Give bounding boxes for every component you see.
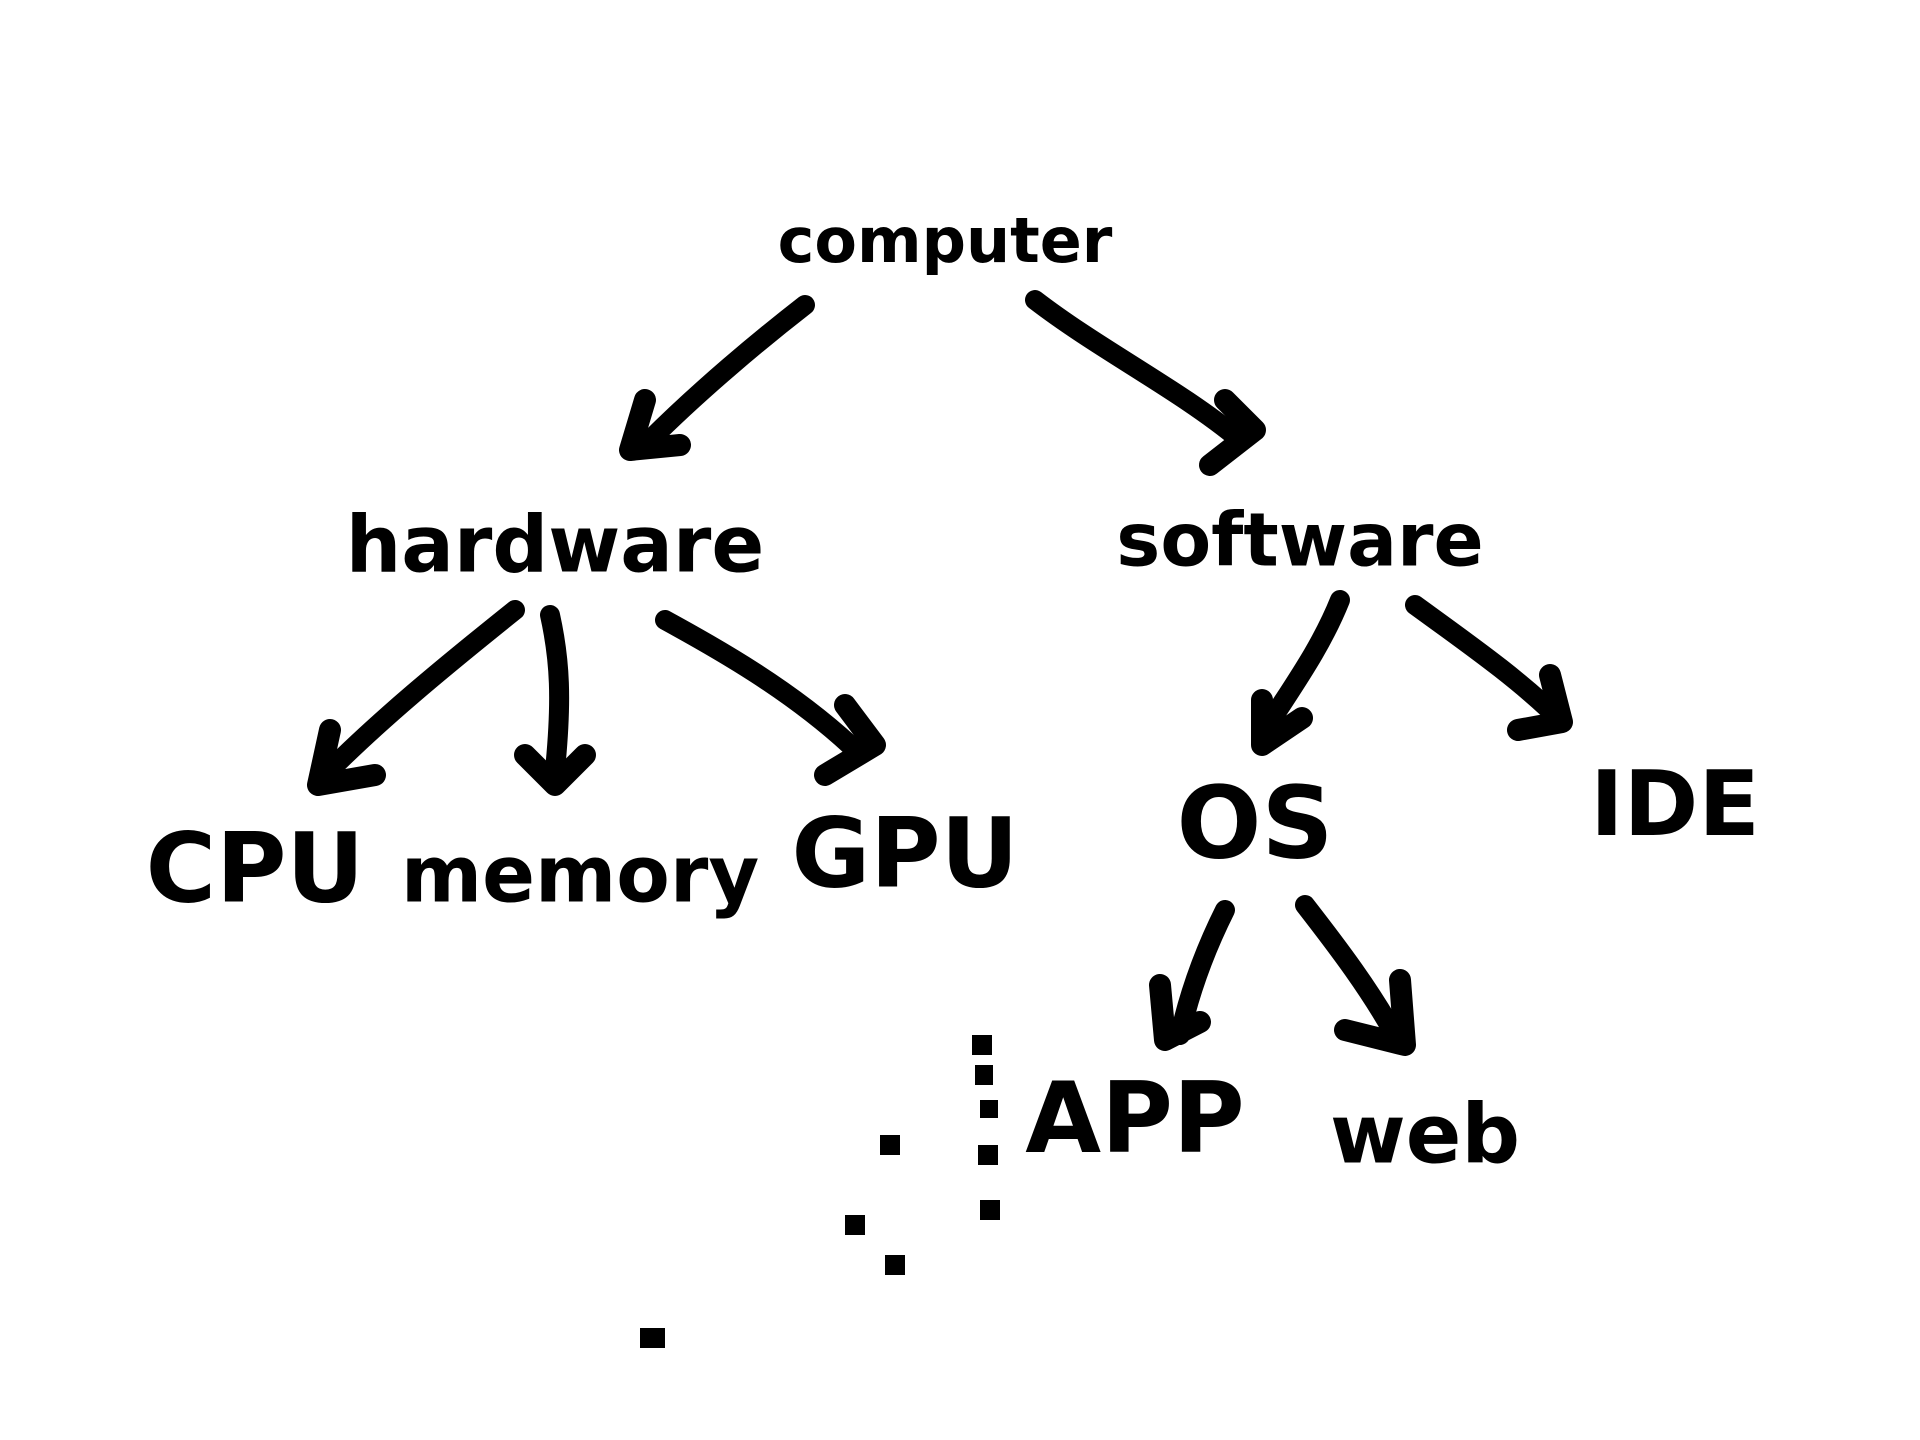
ink-speck (845, 1215, 865, 1235)
ink-speck (980, 1100, 998, 1118)
arrowhead-software-os (1251, 689, 1313, 756)
edge-software-os (1255, 590, 1350, 740)
node-app: APP (1025, 1062, 1245, 1176)
arrowhead-hardware-gpu (814, 694, 886, 786)
node-ide: IDE (1590, 752, 1760, 857)
ink-speck (980, 1200, 1000, 1220)
node-cpu: CPU (146, 812, 365, 924)
nodes: computer hardware software CPU memory GP… (146, 204, 1760, 1182)
node-gpu: GPU (791, 797, 1018, 909)
ink-speck (885, 1255, 905, 1275)
arrowhead-os-app (1149, 974, 1211, 1051)
ink-speck (640, 1328, 665, 1348)
node-hardware: hardware (346, 500, 765, 590)
node-software: software (1116, 498, 1483, 584)
arrowhead-os-web (1334, 969, 1416, 1056)
edge-software-ide (1405, 595, 1570, 730)
node-os: OS (1176, 764, 1333, 881)
node-web: web (1330, 1087, 1520, 1182)
arrowhead-computer-hardware (619, 389, 691, 461)
edge-hardware-cpu (320, 600, 525, 780)
edge-computer-hardware (640, 295, 815, 450)
edge-os-web (1295, 895, 1405, 1045)
arrowhead-hardware-memory (514, 744, 596, 796)
edges (307, 290, 1573, 1056)
node-computer: computer (778, 204, 1113, 277)
ink-speck (975, 1065, 993, 1085)
node-memory: memory (401, 830, 759, 920)
ink-speck (972, 1035, 992, 1055)
ink-speck (880, 1135, 900, 1155)
edge-hardware-gpu (655, 610, 860, 755)
edge-computer-software (1025, 290, 1250, 450)
ink-specks (640, 1035, 1000, 1348)
arrowhead-software-ide (1507, 664, 1573, 741)
arrowhead-computer-software (1199, 389, 1266, 476)
arrowhead-hardware-cpu (307, 719, 386, 796)
edge-hardware-memory (540, 605, 570, 780)
ink-speck (978, 1145, 998, 1165)
